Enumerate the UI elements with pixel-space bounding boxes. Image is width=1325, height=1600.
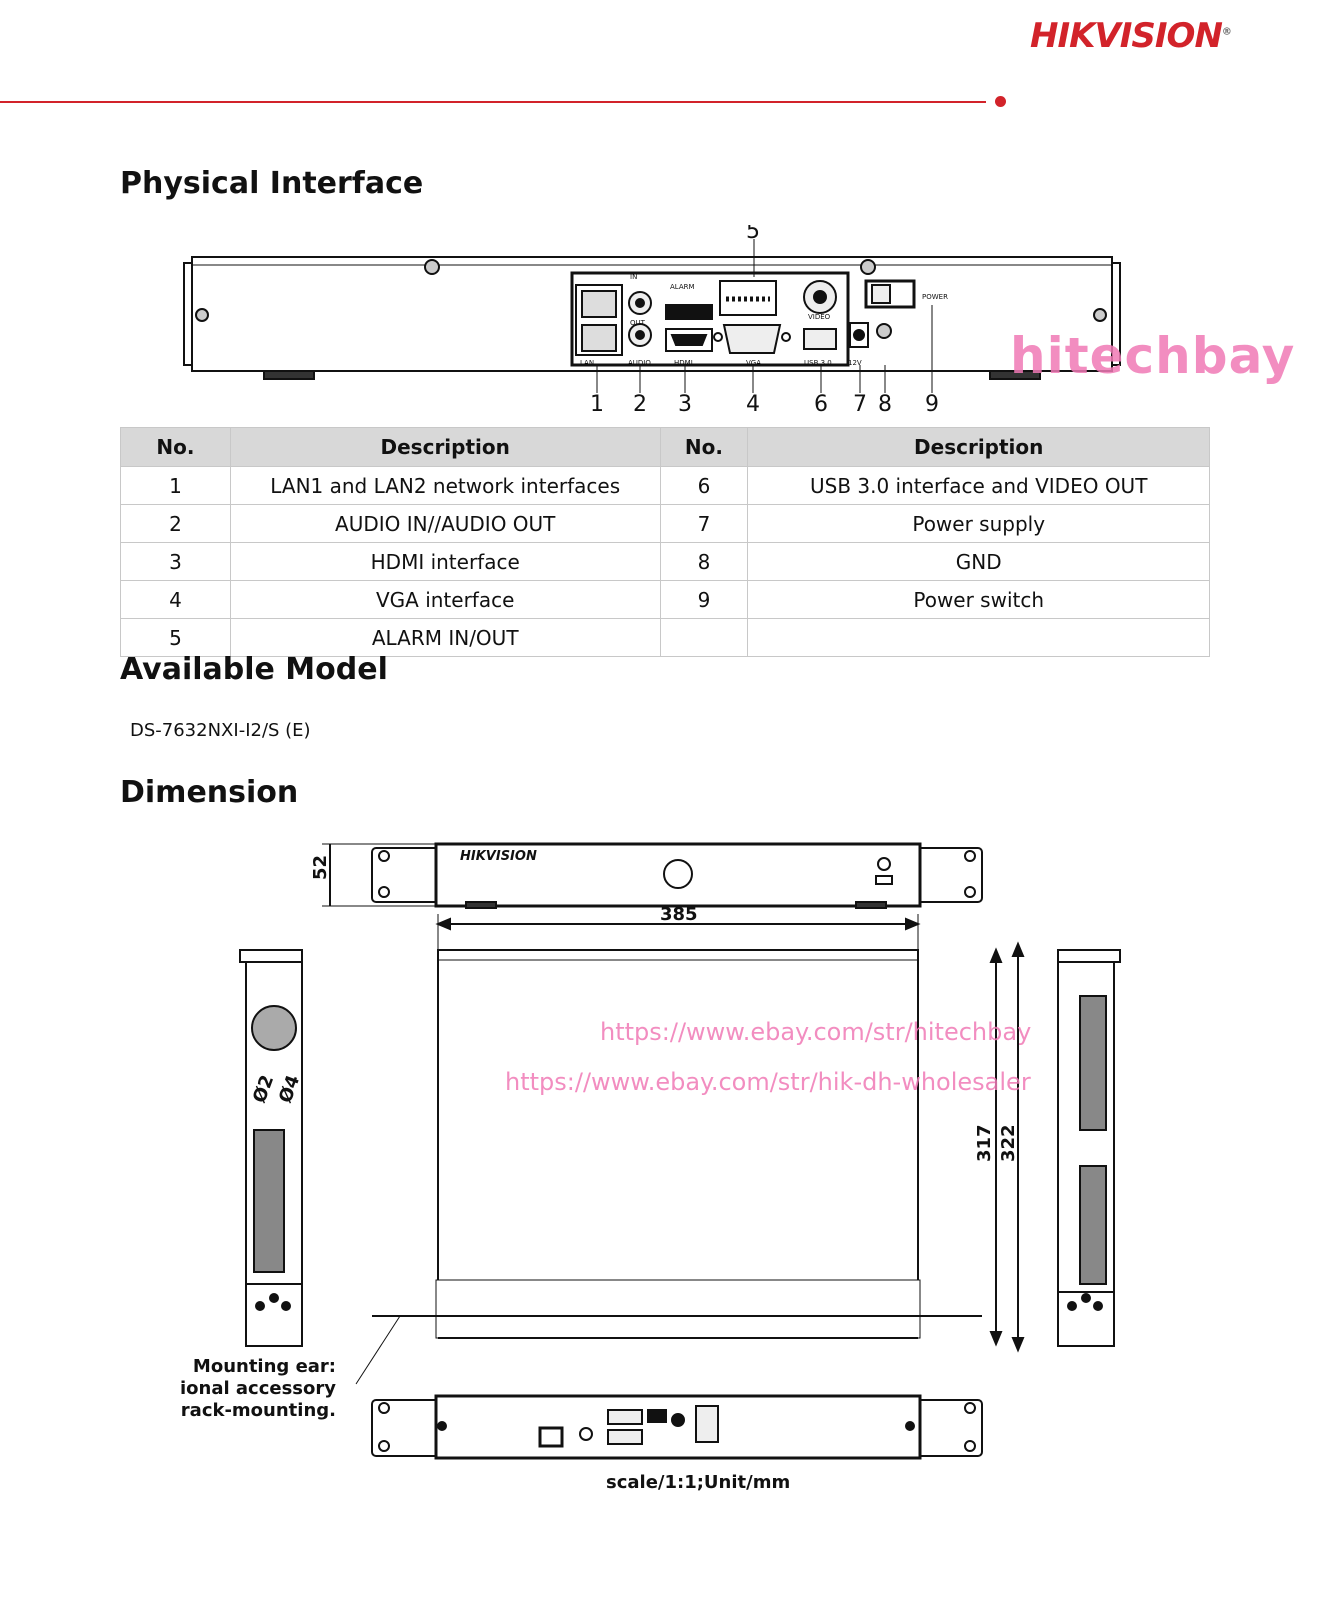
- scale-note: scale/1:1;Unit/mm: [606, 1472, 790, 1493]
- table-cell-no: 1: [120, 466, 231, 505]
- video-port-label: VIDEO: [808, 313, 831, 321]
- callout-7: 7: [853, 392, 867, 417]
- callout-4: 4: [746, 392, 760, 417]
- table-cell-description: USB 3.0 interface and VIDEO OUT: [747, 466, 1210, 505]
- mounting-note-line-1: Mounting ear:: [193, 1356, 336, 1377]
- dim-width-385: 385: [660, 904, 698, 925]
- callout-6: 6: [814, 392, 828, 417]
- audio-in-label: IN: [630, 273, 637, 281]
- rear-panel-diagram: LAN AUDIO IN OUT ALARM HDMI VGA VIDEO US…: [183, 225, 1121, 417]
- usb-port-label: USB 3.0: [804, 359, 832, 367]
- header-divider: [0, 101, 986, 103]
- table-cell-description: AUDIO IN//AUDIO OUT: [229, 504, 661, 543]
- table-header-no: No.: [120, 427, 231, 467]
- table-cell-no: [659, 618, 749, 657]
- table-header-description: Description: [747, 427, 1210, 467]
- callout-3: 3: [678, 392, 692, 417]
- dim-height-52: 52: [310, 855, 331, 880]
- audio-out-label: OUT: [630, 319, 646, 327]
- table-cell-description: Power switch: [747, 580, 1210, 619]
- table-cell-description: HDMI interface: [229, 542, 661, 581]
- section-title-dimension: Dimension: [120, 775, 299, 810]
- watermark-url-1: https://www.ebay.com/str/hitechbay: [600, 1018, 1032, 1046]
- header-divider-dot: [995, 96, 1006, 107]
- hikvision-logo: HIKVISION®: [1030, 16, 1232, 56]
- table-cell-no: 2: [120, 504, 231, 543]
- table-header-description: Description: [229, 427, 661, 467]
- audio-port-label: AUDIO: [628, 359, 651, 367]
- dim-depth-322: 322: [998, 1124, 1019, 1162]
- table-cell-description: VGA interface: [229, 580, 661, 619]
- table-cell-description: LAN1 and LAN2 network interfaces: [229, 466, 661, 505]
- table-row: 1 LAN1 and LAN2 network interfaces 6 USB…: [120, 466, 1210, 505]
- table-cell-no: 9: [659, 580, 749, 619]
- section-title-physical-interface: Physical Interface: [120, 166, 424, 201]
- table-cell-no: 3: [120, 542, 231, 581]
- interface-table: No. Description No. Description 1 LAN1 a…: [120, 427, 1210, 657]
- table-row: 5 ALARM IN/OUT: [120, 618, 1210, 657]
- table-cell-no: 8: [659, 542, 749, 581]
- table-row: 4 VGA interface 9 Power switch: [120, 580, 1210, 619]
- watermark-url-2: https://www.ebay.com/str/hik-dh-wholesal…: [505, 1068, 1031, 1096]
- mounting-note-line-3: for rack-mounting.: [180, 1400, 336, 1421]
- watermark-brand: hitechbay: [1010, 327, 1296, 385]
- table-row: 2 AUDIO IN//AUDIO OUT 7 Power supply: [120, 504, 1210, 543]
- lan-port-label: LAN: [580, 359, 594, 367]
- table-cell-no: 5: [120, 618, 231, 657]
- table-cell-no: 6: [659, 466, 749, 505]
- table-cell-no: 7: [659, 504, 749, 543]
- callout-2: 2: [633, 392, 647, 417]
- power-12v-label: 12V: [848, 359, 862, 367]
- callout-8: 8: [878, 392, 892, 417]
- power-switch-label: POWER: [922, 293, 948, 301]
- table-cell-description: GND: [747, 542, 1210, 581]
- vga-port-label: VGA: [746, 359, 761, 367]
- mounting-note-line-2: Optional accessory: [180, 1378, 336, 1399]
- table-row: 3 HDMI interface 8 GND: [120, 542, 1210, 581]
- table-cell-description: Power supply: [747, 504, 1210, 543]
- table-cell-description: [747, 618, 1210, 657]
- callout-9: 9: [925, 392, 939, 417]
- hdmi-port-label: HDMI: [674, 359, 693, 367]
- section-title-available-model: Available Model: [120, 652, 388, 687]
- callout-5: 5: [746, 225, 760, 244]
- dimension-drawing: HIKVISION 52 385 317 322 Ø2 Ø4 Mounting …: [180, 842, 1121, 1493]
- table-header-row: No. Description No. Description: [120, 427, 1210, 467]
- alarm-port-label: ALARM: [670, 283, 695, 291]
- model-number: DS-7632NXI-I2/S (E): [130, 720, 311, 741]
- table-cell-description: ALARM IN/OUT: [229, 618, 661, 657]
- front-view-logo: HIKVISION: [460, 849, 537, 864]
- dim-depth-317: 317: [974, 1124, 995, 1162]
- callout-1: 1: [590, 392, 604, 417]
- table-cell-no: 4: [120, 580, 231, 619]
- table-header-no: No.: [659, 427, 749, 467]
